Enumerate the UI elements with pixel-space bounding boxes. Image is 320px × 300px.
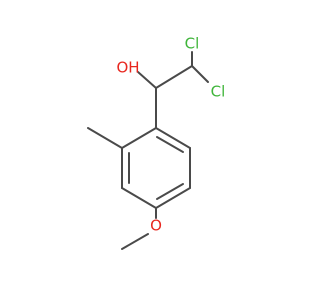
- ring-double-4-5: [156, 183, 184, 200]
- hydroxyl-label: OH: [116, 59, 139, 77]
- ring-bond-1-2: [121, 127, 157, 149]
- ring-bond-4-5: [155, 187, 191, 209]
- chlorine-top-label: Cl: [185, 35, 200, 53]
- bond-o-c1: [137, 71, 157, 89]
- ring-double-6-1: [156, 136, 184, 153]
- ring-bond-3-4: [121, 187, 157, 209]
- ring-bond-6-1: [155, 127, 191, 149]
- bonds: [87, 51, 209, 250]
- bond-c2-cl-right: [191, 65, 209, 83]
- bond-ring-methyl: [87, 127, 123, 149]
- structure-diagram: OH Cl Cl O: [87, 35, 226, 250]
- bond-c1-c2: [155, 65, 193, 89]
- methoxy-oxygen-label: O: [150, 217, 162, 235]
- chlorine-right-label: Cl: [211, 83, 226, 101]
- bond-o-methyl: [121, 233, 149, 250]
